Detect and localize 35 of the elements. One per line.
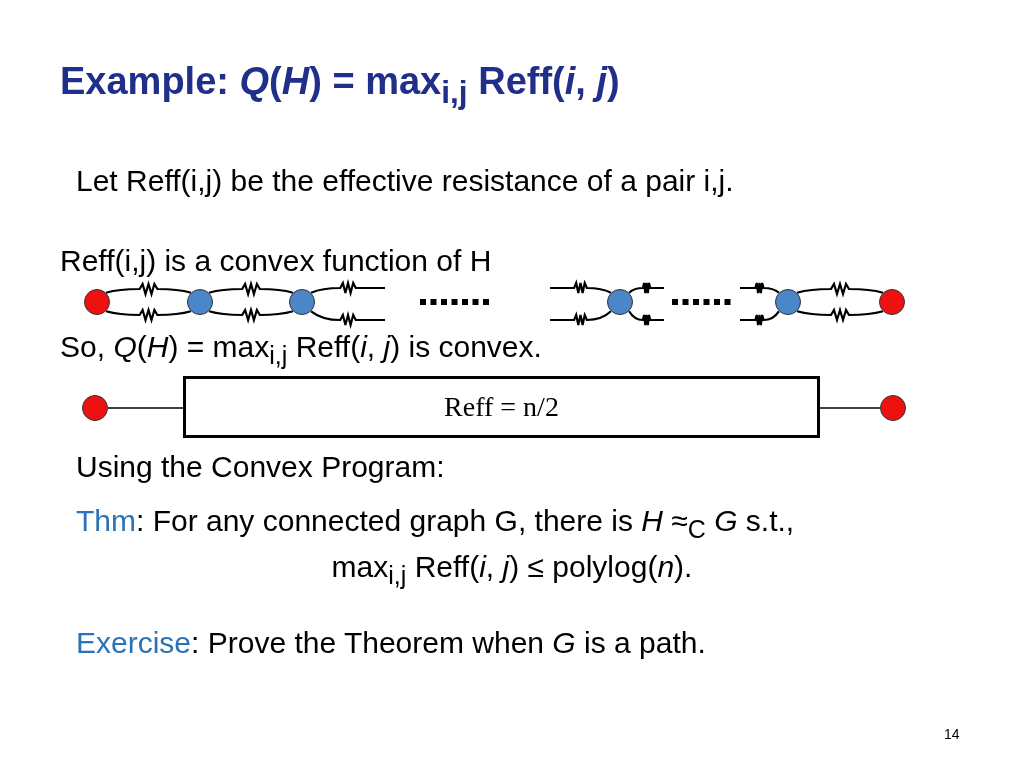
theorem-text: Thm: For any connected graph G, there is H ≈$_{C}$ G s.t., xyxy=(76,504,795,544)
vertex-circle xyxy=(289,289,315,315)
resistor-wire xyxy=(796,308,884,322)
wire xyxy=(107,407,184,409)
vertex-circle xyxy=(82,395,108,421)
vertex-circle xyxy=(879,289,905,315)
resistor-wire xyxy=(550,310,612,327)
resistor-wire xyxy=(105,308,192,322)
body-text: Using the Convex Program: xyxy=(76,450,445,484)
vertex-circle xyxy=(84,289,110,315)
resistor-wire xyxy=(310,281,385,295)
resistor-wire xyxy=(208,282,294,296)
resistor-wire xyxy=(105,282,192,296)
body-text: Let Reff(i,j) be the effective resistance of a pair i,j. xyxy=(76,164,734,198)
wire xyxy=(819,407,881,409)
vertex-circle xyxy=(187,289,213,315)
vertex-circle xyxy=(607,289,633,315)
vertex-circle xyxy=(775,289,801,315)
slide-title: Example: Q(H) = max$_{i,j}$ Reff(i, j) xyxy=(60,60,620,111)
resistor-wire xyxy=(740,310,780,327)
resistor-wire xyxy=(208,308,294,322)
resistor-wire xyxy=(628,310,664,327)
formula: max$_{i,j}$ Reff(i, j) ≤ polylog(n). xyxy=(331,550,693,590)
body-text: So, Q(H) = max$_{i,j}$ Reff(i, j) is convex. xyxy=(60,330,542,370)
resistor-wire xyxy=(796,282,884,296)
resistor-wire xyxy=(628,281,664,295)
body-text: Reff(i,j) is a convex function of H xyxy=(60,244,492,278)
exercise-text: Exercise: Prove the Theorem when G is a path. xyxy=(76,626,706,660)
resistor-box xyxy=(183,376,820,438)
resistance-value: Reff = n/2 xyxy=(444,391,559,423)
resistor-wire xyxy=(310,310,385,327)
vertex-circle xyxy=(880,395,906,421)
page-number: 14 xyxy=(944,726,960,742)
resistor-wire xyxy=(550,281,612,295)
resistor-wire xyxy=(740,281,780,295)
